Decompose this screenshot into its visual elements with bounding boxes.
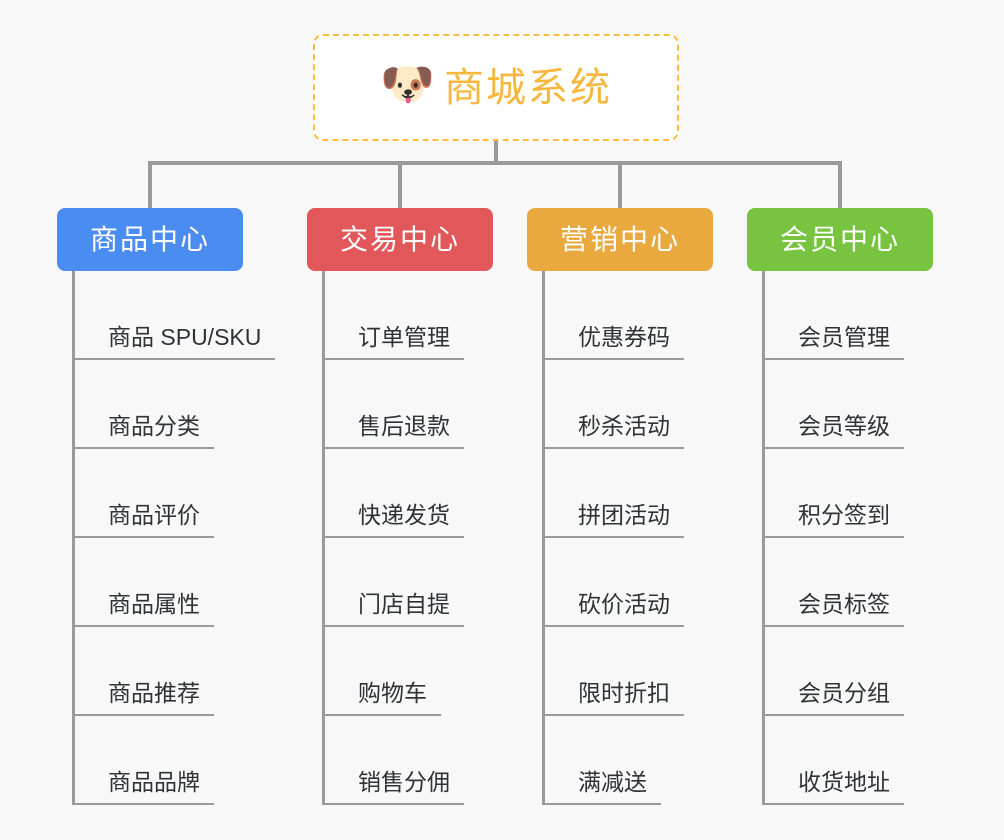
leaf-label: 购物车 <box>325 682 441 716</box>
leaf-label: 快递发货 <box>325 504 464 538</box>
connector-stem <box>494 141 498 163</box>
list-item[interactable]: 商品 SPU/SKU <box>75 271 276 360</box>
list-item[interactable]: 砍价活动 <box>545 538 713 627</box>
leaf-label: 会员等级 <box>765 415 904 449</box>
leaf-label: 商品品牌 <box>75 771 214 805</box>
leaf-label: 商品 SPU/SKU <box>75 326 276 360</box>
list-item[interactable]: 商品评价 <box>75 449 243 538</box>
leaf-label: 售后退款 <box>325 415 464 449</box>
branch-column-4: 会员中心 会员管理 会员等级 积分签到 会员标签 会员分组 收货地址 <box>747 208 933 805</box>
leaf-label: 砍价活动 <box>545 593 684 627</box>
branch-header-1[interactable]: 商品中心 <box>57 208 243 271</box>
list-item[interactable]: 商品分类 <box>75 360 243 449</box>
branch-header-3[interactable]: 营销中心 <box>527 208 713 271</box>
list-item[interactable]: 秒杀活动 <box>545 360 713 449</box>
connector-bar <box>148 161 842 165</box>
leaf-label: 秒杀活动 <box>545 415 684 449</box>
list-item[interactable]: 拼团活动 <box>545 449 713 538</box>
leaf-label: 满减送 <box>545 771 661 805</box>
connector-drop-2 <box>398 161 402 209</box>
dog-face-icon: 🐶 <box>380 59 435 109</box>
leaf-label: 拼团活动 <box>545 504 684 538</box>
list-item[interactable]: 会员分组 <box>765 627 933 716</box>
branch-body-3: 优惠券码 秒杀活动 拼团活动 砍价活动 限时折扣 满减送 <box>542 271 713 805</box>
connector-drop-1 <box>148 161 152 209</box>
list-item[interactable]: 优惠券码 <box>545 271 713 360</box>
leaf-label: 收货地址 <box>765 771 904 805</box>
branch-body-4: 会员管理 会员等级 积分签到 会员标签 会员分组 收货地址 <box>762 271 933 805</box>
list-item[interactable]: 购物车 <box>325 627 493 716</box>
branch-header-4[interactable]: 会员中心 <box>747 208 933 271</box>
leaf-label: 门店自提 <box>325 593 464 627</box>
list-item[interactable]: 商品属性 <box>75 538 243 627</box>
leaf-label: 会员管理 <box>765 326 904 360</box>
leaf-label: 限时折扣 <box>545 682 684 716</box>
list-item[interactable]: 订单管理 <box>325 271 493 360</box>
root-node[interactable]: 🐶 商城系统 <box>313 34 679 141</box>
leaf-label: 订单管理 <box>325 326 464 360</box>
leaf-label: 商品属性 <box>75 593 214 627</box>
list-item[interactable]: 售后退款 <box>325 360 493 449</box>
branch-header-2[interactable]: 交易中心 <box>307 208 493 271</box>
leaf-label: 会员标签 <box>765 593 904 627</box>
branch-body-2: 订单管理 售后退款 快递发货 门店自提 购物车 销售分佣 <box>322 271 493 805</box>
list-item[interactable]: 收货地址 <box>765 716 933 805</box>
list-item[interactable]: 会员等级 <box>765 360 933 449</box>
list-item[interactable]: 会员管理 <box>765 271 933 360</box>
list-item[interactable]: 快递发货 <box>325 449 493 538</box>
branch-column-3: 营销中心 优惠券码 秒杀活动 拼团活动 砍价活动 限时折扣 满减送 <box>527 208 713 805</box>
list-item[interactable]: 满减送 <box>545 716 713 805</box>
list-item[interactable]: 销售分佣 <box>325 716 493 805</box>
leaf-label: 积分签到 <box>765 504 904 538</box>
list-item[interactable]: 限时折扣 <box>545 627 713 716</box>
connector-drop-4 <box>838 161 842 209</box>
list-item[interactable]: 积分签到 <box>765 449 933 538</box>
branch-header-label: 营销中心 <box>559 223 680 255</box>
list-item[interactable]: 门店自提 <box>325 538 493 627</box>
branch-header-label: 商品中心 <box>89 223 210 255</box>
connector-drop-3 <box>618 161 622 209</box>
leaf-label: 商品评价 <box>75 504 214 538</box>
leaf-label: 销售分佣 <box>325 771 464 805</box>
leaf-label: 会员分组 <box>765 682 904 716</box>
leaf-label: 商品分类 <box>75 415 214 449</box>
branch-column-1: 商品中心 商品 SPU/SKU 商品分类 商品评价 商品属性 商品推荐 商品品牌 <box>57 208 276 805</box>
list-item[interactable]: 会员标签 <box>765 538 933 627</box>
list-item[interactable]: 商品推荐 <box>75 627 243 716</box>
leaf-label: 商品推荐 <box>75 682 214 716</box>
list-item[interactable]: 商品品牌 <box>75 716 243 805</box>
branch-column-2: 交易中心 订单管理 售后退款 快递发货 门店自提 购物车 销售分佣 <box>307 208 493 805</box>
branch-body-1: 商品 SPU/SKU 商品分类 商品评价 商品属性 商品推荐 商品品牌 <box>72 271 276 805</box>
leaf-label: 优惠券码 <box>545 326 684 360</box>
root-title: 商城系统 <box>444 65 612 110</box>
branch-header-label: 交易中心 <box>339 223 460 255</box>
branch-header-label: 会员中心 <box>779 223 900 255</box>
